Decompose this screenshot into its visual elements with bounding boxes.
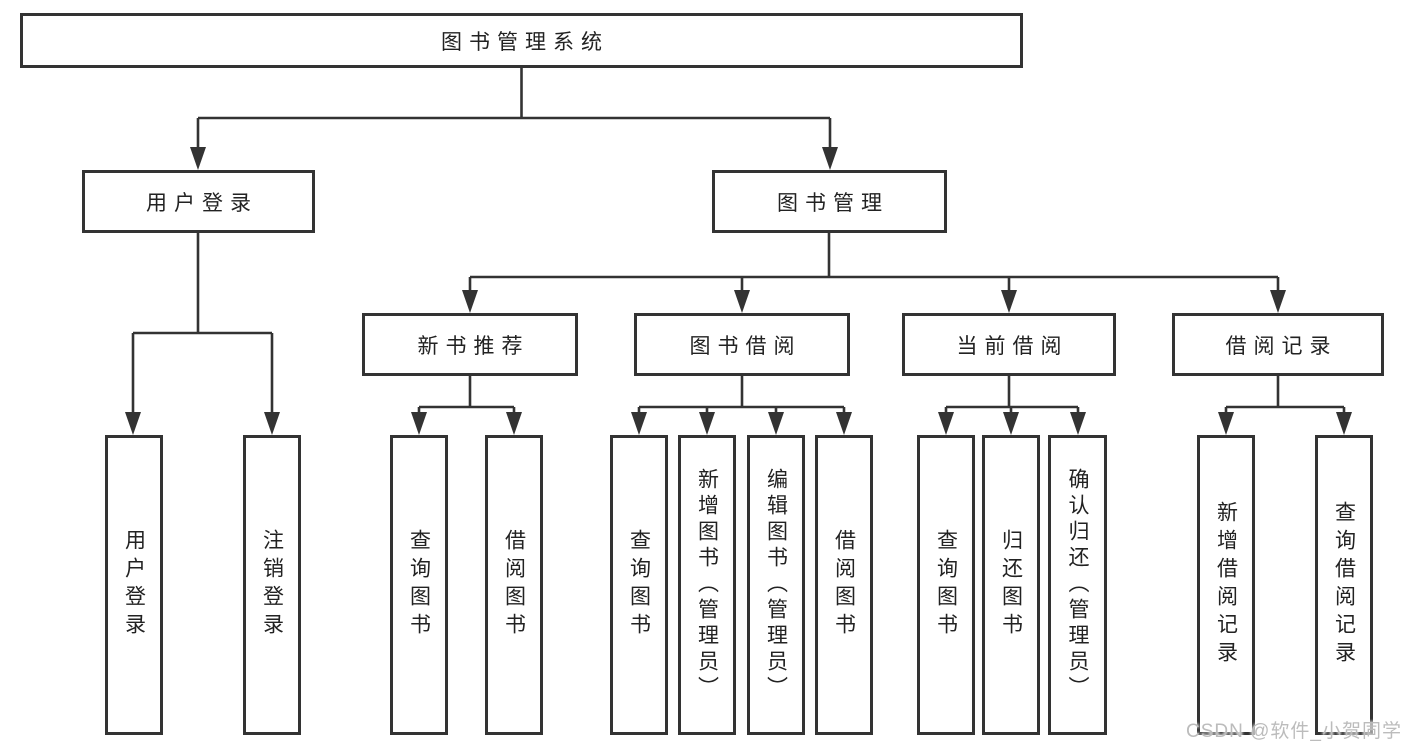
leaf-label: 注销登录: [260, 529, 284, 641]
leaf-query-books-current: 查询图书: [917, 435, 975, 735]
node-root-library-system: 图书管理系统: [20, 13, 1023, 68]
leaf-edit-books-admin: 编辑图书（管理员）: [747, 435, 805, 735]
leaf-label: 查询图书: [627, 529, 651, 641]
leaf-add-books-admin: 新增图书（管理员）: [678, 435, 736, 735]
node-new-book-recommend: 新书推荐: [362, 313, 578, 376]
leaf-add-borrow-record: 新增借阅记录: [1197, 435, 1255, 735]
csdn-watermark: CSDN @软件_小贺同学: [1186, 721, 1402, 742]
node-borrow-record: 借阅记录: [1172, 313, 1384, 376]
leaf-query-borrow-record: 查询借阅记录: [1315, 435, 1373, 735]
leaf-return-books: 归还图书: [982, 435, 1040, 735]
leaf-label: 借阅图书: [502, 529, 526, 641]
node-label: 借阅记录: [1225, 334, 1338, 358]
leaf-user-login: 用户登录: [105, 435, 163, 735]
leaf-label: 确认归还（管理员）: [1066, 468, 1090, 702]
leaf-label: 新增图书（管理员）: [695, 468, 719, 702]
leaf-label: 查询借阅记录: [1332, 501, 1356, 669]
leaf-label: 编辑图书（管理员）: [764, 468, 788, 702]
node-label: 新书推荐: [417, 334, 530, 358]
leaf-label: 新增借阅记录: [1214, 501, 1238, 669]
leaf-confirm-return-admin: 确认归还（管理员）: [1048, 435, 1107, 735]
leaf-borrow-books-recommend: 借阅图书: [485, 435, 543, 735]
leaf-label: 用户登录: [122, 529, 146, 641]
node-label: 用户登录: [146, 191, 258, 215]
leaf-label: 借阅图书: [832, 529, 856, 641]
node-user-login: 用户登录: [82, 170, 315, 233]
leaf-logout: 注销登录: [243, 435, 301, 735]
leaf-borrow-books: 借阅图书: [815, 435, 873, 735]
leaf-label: 查询图书: [934, 529, 958, 641]
node-current-borrow: 当前借阅: [902, 313, 1116, 376]
node-label: 图书管理系统: [441, 30, 609, 54]
leaf-label: 归还图书: [999, 529, 1023, 641]
node-label: 图书管理: [777, 191, 889, 215]
node-book-management: 图书管理: [712, 170, 947, 233]
leaf-query-books-borrow: 查询图书: [610, 435, 668, 735]
node-book-borrow: 图书借阅: [634, 313, 850, 376]
node-label: 当前借阅: [956, 334, 1069, 358]
node-label: 图书借阅: [689, 334, 802, 358]
leaf-query-books-recommend: 查询图书: [390, 435, 448, 735]
leaf-label: 查询图书: [407, 529, 431, 641]
